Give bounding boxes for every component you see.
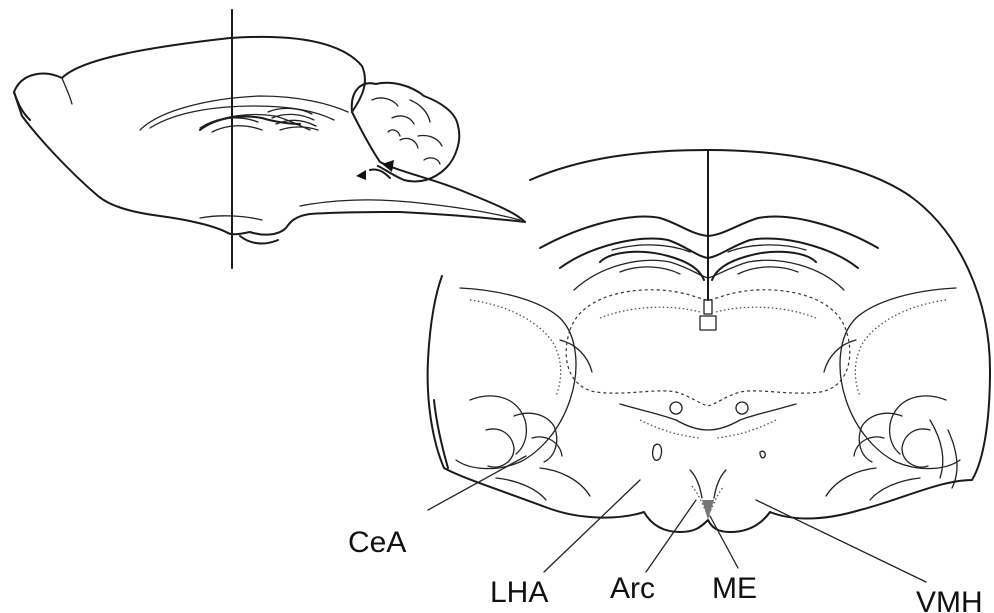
me-leader-line	[710, 516, 738, 568]
sagittal-brain-outline	[14, 37, 525, 235]
coronal-lateral-structures-left	[456, 288, 592, 500]
coronal-brain-outline	[428, 150, 990, 532]
arc-leader-line	[646, 500, 696, 572]
vmh-leader-line	[756, 500, 926, 582]
sagittal-corpus-callosum	[140, 96, 348, 130]
coronal-lateral-structures-right	[824, 288, 960, 500]
sagittal-hippocampus	[200, 108, 318, 132]
coronal-thalamus	[566, 290, 850, 406]
sagittal-cerebellum	[352, 83, 460, 182]
coronal-hypothalamus	[620, 402, 796, 520]
label-me: ME	[712, 572, 757, 605]
label-lha: LHA	[490, 576, 548, 609]
label-cea: CeA	[348, 526, 406, 559]
label-arc: Arc	[610, 572, 655, 605]
sagittal-brainstem	[200, 200, 520, 244]
lha-leader-line	[544, 480, 640, 572]
label-vmh: VMH	[916, 586, 983, 613]
